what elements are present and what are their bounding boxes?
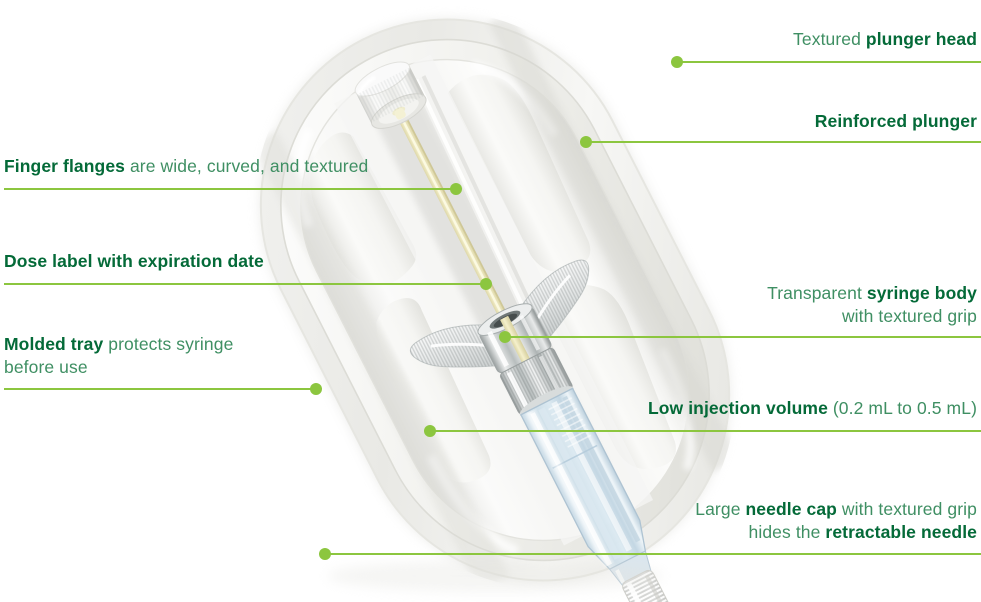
callout-line: with textured grip — [767, 305, 977, 328]
leader-line-low-injection-volume — [435, 430, 981, 432]
leader-dot-large-needle-cap — [319, 548, 331, 560]
callout-detail: Large — [695, 499, 746, 519]
callout-term: Molded tray — [4, 334, 104, 354]
transparent-syringe-body — [520, 387, 652, 586]
callout-term: syringe body — [866, 283, 977, 303]
leader-dot-reinforced-plunger — [580, 136, 592, 148]
callout-line: Dose label with expiration date — [4, 250, 264, 273]
syringe — [354, 61, 695, 602]
leader-line-finger-flanges — [4, 188, 456, 190]
callout-reinforced-plunger: Reinforced plunger — [815, 110, 977, 133]
callout-line: Large needle cap with textured grip — [695, 498, 977, 521]
callout-detail: hides the — [748, 522, 826, 542]
reinforced-plunger-rod — [394, 107, 535, 371]
callout-finger-flanges: Finger flanges are wide, curved, and tex… — [4, 155, 368, 178]
textured-plunger-head — [354, 61, 427, 129]
leader-dot-dose-label — [480, 278, 492, 290]
callout-term: Finger flanges — [4, 156, 126, 176]
leader-dot-textured-plunger-head — [671, 56, 683, 68]
leader-line-textured-plunger-head — [682, 61, 981, 63]
callout-line: Finger flanges are wide, curved, and tex… — [4, 155, 368, 178]
leader-line-molded-tray — [4, 388, 316, 390]
callout-detail: are wide, curved, and textured — [125, 156, 369, 176]
callout-line: Low injection volume (0.2 mL to 0.5 mL) — [648, 397, 977, 420]
callout-term: retractable needle — [825, 522, 977, 542]
callout-line: Molded tray protects syringe — [4, 333, 233, 356]
callout-line: Reinforced plunger — [815, 110, 977, 133]
callout-detail: protects syringe — [103, 334, 234, 354]
leader-dot-molded-tray — [310, 383, 322, 395]
callout-textured-plunger-head: Textured plunger head — [793, 28, 977, 51]
callout-line: hides the retractable needle — [695, 521, 977, 544]
callout-term: Low injection volume — [647, 398, 828, 418]
leader-line-large-needle-cap — [330, 553, 981, 555]
callout-detail: (0.2 mL to 0.5 mL) — [827, 398, 977, 418]
callout-line: Transparent syringe body — [767, 282, 977, 305]
callout-term: needle cap — [745, 499, 837, 519]
callout-line: before use — [4, 356, 233, 379]
leader-dot-transparent-syringe-body — [499, 331, 511, 343]
syringe-collar — [477, 303, 552, 373]
callout-detail: Textured — [793, 29, 866, 49]
leader-dot-low-injection-volume — [424, 425, 436, 437]
molded-tray — [251, 10, 740, 591]
callout-term: Reinforced plunger — [814, 111, 977, 131]
leader-line-transparent-syringe-body — [510, 336, 981, 338]
callout-term: plunger head — [865, 29, 977, 49]
callout-detail: with textured grip — [841, 306, 977, 326]
callout-detail: Transparent — [767, 283, 867, 303]
leader-line-reinforced-plunger — [591, 141, 981, 143]
callout-term: Dose label with expiration date — [4, 251, 264, 271]
callout-low-injection-volume: Low injection volume (0.2 mL to 0.5 mL) — [648, 397, 977, 420]
callout-detail: with textured grip — [836, 499, 977, 519]
leader-dot-finger-flanges — [450, 183, 462, 195]
leader-line-dose-label — [4, 283, 486, 285]
callout-dose-label: Dose label with expiration date — [4, 250, 264, 273]
callout-detail: before use — [4, 357, 88, 377]
callout-line: Textured plunger head — [793, 28, 977, 51]
